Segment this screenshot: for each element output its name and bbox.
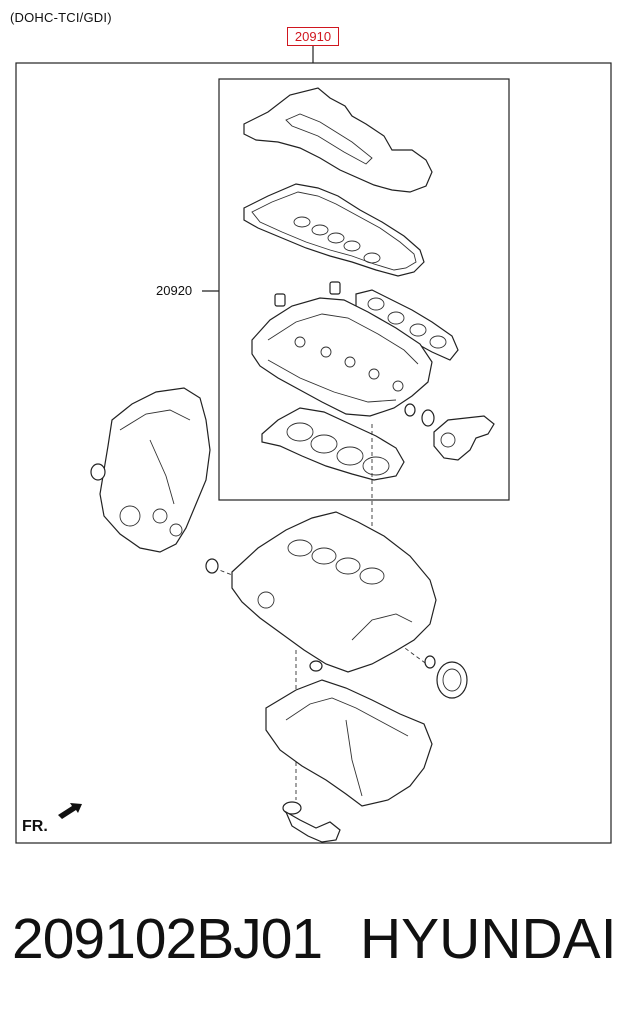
o-ring [205,558,219,574]
o-ring [421,409,435,427]
o-ring [309,660,323,672]
cylinder-head-gasket [261,407,405,481]
crankshaft-front-seal [90,463,106,481]
head-kit-frame [218,78,510,501]
front-direction-label: FR. [22,818,48,835]
cylinder-block [231,511,437,673]
valve-stem-seal [274,293,286,307]
crankshaft-rear-seal [436,661,468,699]
valve-cover [243,87,433,193]
head-gasket-kit-callout[interactable]: 20920 [156,283,193,298]
footer-part-number: 209102BJ01 [12,907,323,971]
timing-chain-cover [99,387,211,553]
engine-variant-label: (DOHC-TCI/GDI) [10,10,112,25]
oil-pickup-gasket [282,801,302,815]
thermostat-housing [433,415,495,461]
outer-frame [15,62,612,844]
o-ring [404,403,416,417]
oil-strainer [284,810,341,843]
o-ring [424,655,436,669]
front-direction-arrow-icon [58,803,82,819]
footer-brand-name: HYUNDAI [360,907,617,971]
valve-stem-seal [329,281,341,295]
cylinder-head [251,297,433,417]
valve-cover-gasket [243,183,425,277]
kit-part-number-callout[interactable]: 20910 [287,27,339,46]
